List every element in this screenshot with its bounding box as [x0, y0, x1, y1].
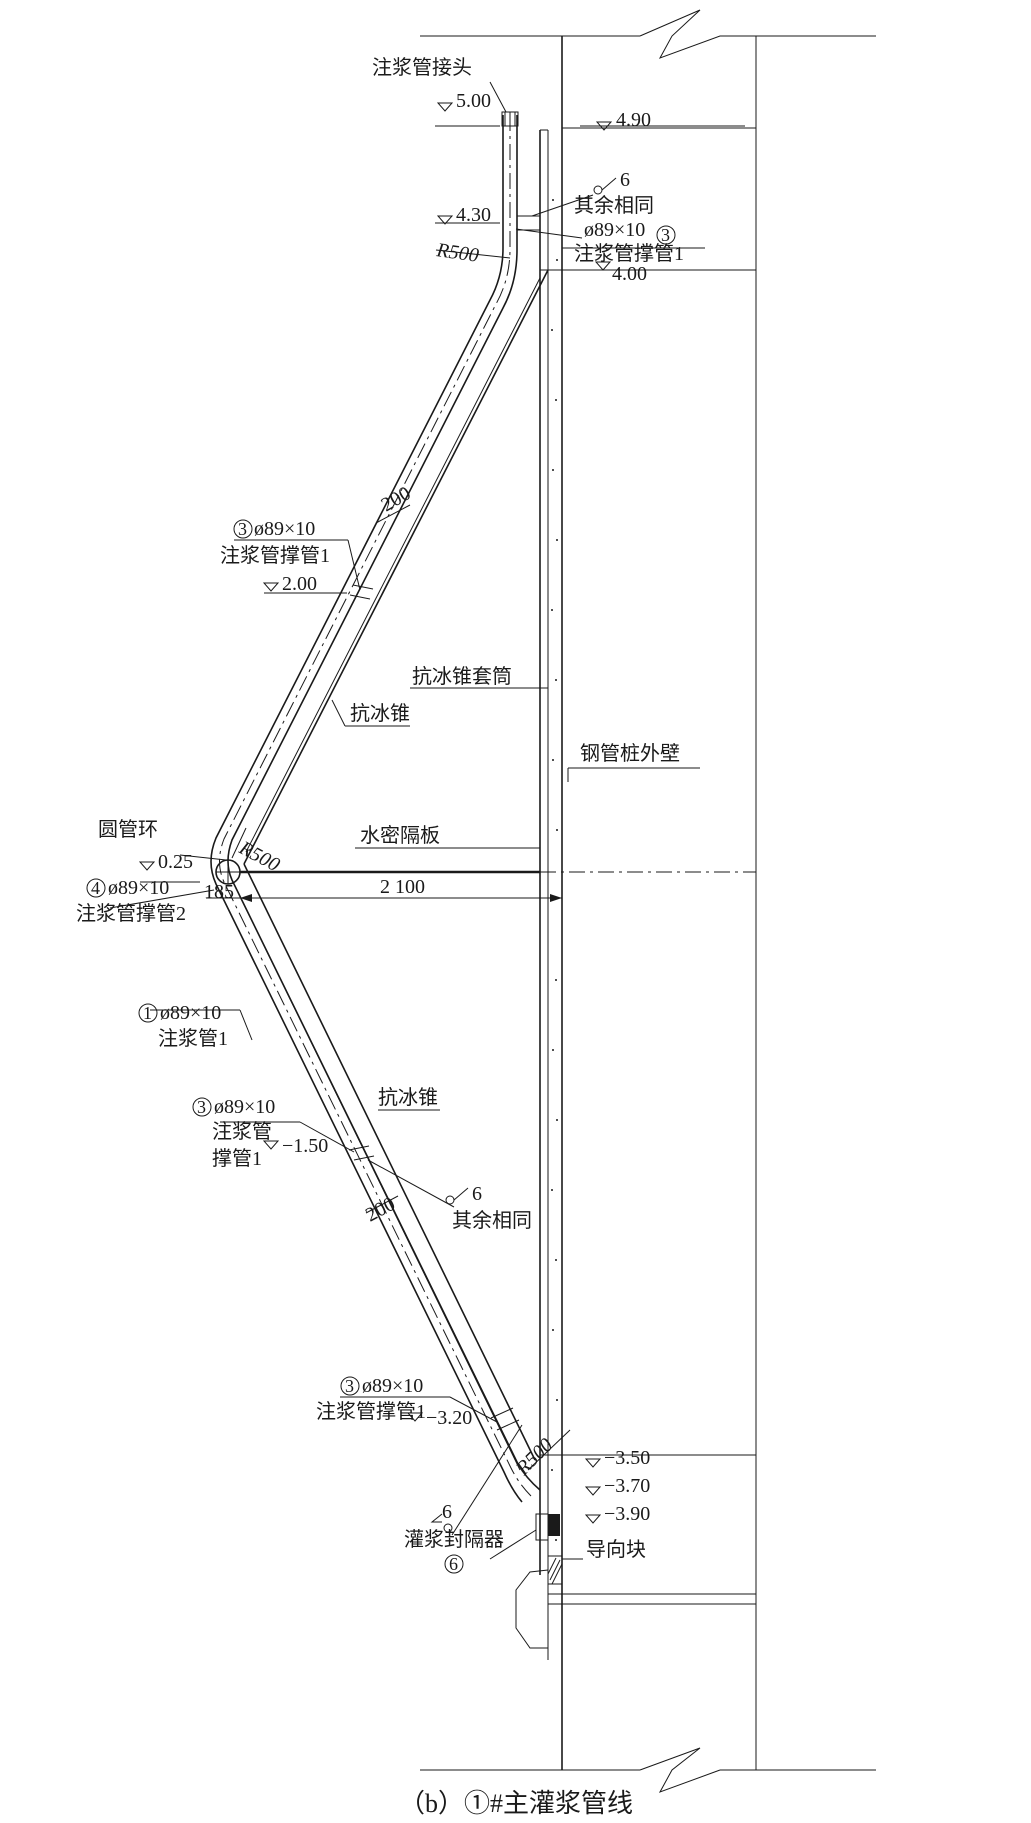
- elev-4-90: 4.90: [616, 109, 651, 131]
- elev-5-00: 5.00: [456, 90, 491, 112]
- annotations: 注浆管接头 5.00 4.90 6 其余相同 4.30 ø89×10 3 R50…: [76, 56, 684, 1574]
- elev-m3-50: −3.50: [604, 1447, 650, 1469]
- weld-symbols: [430, 177, 617, 1533]
- dim-2100: 2 100: [380, 876, 425, 898]
- elev-4-30: 4.30: [456, 204, 491, 226]
- leader-lines: [109, 81, 745, 1560]
- label-joint: 注浆管接头: [372, 56, 472, 79]
- spec-top: ø89×10: [584, 219, 645, 241]
- label-rest-same-top: 其余相同: [574, 194, 654, 217]
- radius-bottom: R500: [511, 1434, 557, 1480]
- radius-mid: R500: [235, 837, 283, 877]
- label-cone-lower: 抗冰锥: [378, 1086, 438, 1109]
- circle-3-top: 3: [661, 225, 670, 245]
- spec-upper: ø89×10: [254, 518, 315, 540]
- label-sleeve: 抗冰锥套筒: [412, 665, 512, 688]
- label-partition: 水密隔板: [360, 824, 440, 847]
- figure-caption: （b）①#主灌浆管线: [399, 1789, 633, 1818]
- label-brace1-upper: 注浆管撑管1: [220, 544, 330, 567]
- elev-m3-90: −3.90: [604, 1503, 650, 1525]
- elev-m1-50: −1.50: [282, 1135, 328, 1157]
- elevation-markers: [138, 102, 613, 1524]
- pipe-ring-and-partition: [215, 859, 756, 885]
- circle-1: 1: [143, 1003, 152, 1023]
- brace-tubes: [348, 215, 540, 1431]
- circle-6: 6: [449, 1554, 458, 1574]
- pile-structure: [420, 9, 876, 1793]
- label-pipe1: 注浆管1: [158, 1027, 228, 1050]
- label-brace-lower-b: 撑管1: [212, 1147, 262, 1170]
- label-packer: 灌浆封隔器: [404, 1528, 504, 1551]
- spec-mid: ø89×10: [108, 877, 169, 899]
- elev-0-25: 0.25: [158, 851, 193, 873]
- spec-bottom: ø89×10: [362, 1375, 423, 1397]
- circle-3-lower: 3: [197, 1097, 206, 1117]
- bottom-assembly: [515, 1513, 756, 1660]
- circle-4: 4: [91, 878, 100, 898]
- label-cone-upper: 抗冰锥: [350, 702, 410, 725]
- elev-2-00: 2.00: [282, 573, 317, 595]
- item-number-circles: [86, 225, 676, 1574]
- label-guide: 导向块: [586, 1538, 646, 1561]
- elev-m3-70: −3.70: [604, 1475, 650, 1497]
- radius-top: R500: [434, 239, 480, 267]
- dim-185: 185: [204, 881, 234, 903]
- ice-cone: [231, 269, 549, 1471]
- circle-3-bottom: 3: [345, 1376, 354, 1396]
- spec-lower: ø89×10: [214, 1096, 275, 1118]
- label-pile-wall: 钢管桩外壁: [580, 742, 680, 765]
- grouting-pipe: [210, 111, 541, 1503]
- label-brace1-top: 注浆管撑管1: [574, 242, 684, 265]
- label-ring: 圆管环: [98, 818, 158, 841]
- label-brace-lower-a: 注浆管: [212, 1120, 272, 1143]
- circle-3-upper: 3: [238, 519, 247, 539]
- spec-pipe: ø89×10: [160, 1002, 221, 1024]
- weld-size-top: 6: [620, 169, 630, 191]
- label-brace1-bottom: 注浆管撑管1: [316, 1400, 426, 1423]
- label-rest-same-lower: 其余相同: [452, 1209, 532, 1232]
- elev-4-00: 4.00: [612, 263, 647, 285]
- label-brace2: 注浆管撑管2: [76, 902, 186, 925]
- weld-size-bottom: 6: [442, 1501, 452, 1523]
- sleeve-fill-dots: [551, 199, 558, 1541]
- dimension-lines: [206, 249, 571, 1471]
- elev-m3-20: −3.20: [426, 1407, 472, 1429]
- weld-size-lower: 6: [472, 1183, 482, 1205]
